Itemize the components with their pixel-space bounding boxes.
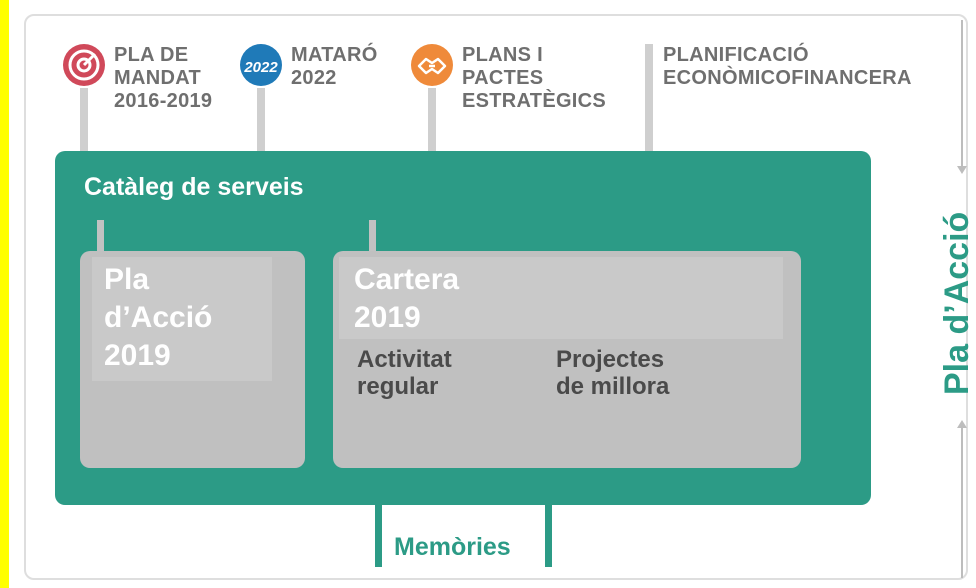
connector-stub — [97, 220, 104, 252]
projectes-millora-label: Projectes de millora — [556, 346, 670, 400]
catalog-title: Catàleg de serveis — [84, 173, 304, 201]
arrow-up-icon — [957, 420, 967, 428]
yellow-left-bar — [0, 0, 9, 588]
cartera-box: Cartera 2019 Activitat regular Projectes… — [333, 251, 801, 468]
pla-accio-heading: Pla d’Acció 2019 — [104, 263, 213, 372]
memories-label: Memòries — [394, 533, 511, 561]
memories-line-left — [375, 505, 382, 567]
side-arrow-line-bottom — [961, 428, 963, 578]
connector-stub — [369, 220, 376, 252]
top-item-pla-de-mandat: PLA DE MANDAT 2016-2019 — [63, 44, 212, 113]
memories-line-right — [545, 505, 552, 567]
handshake-icon — [411, 44, 453, 86]
top-item-label: PLANIFICACIÓ ECONÒMICOFINANCERA — [663, 44, 912, 89]
top-item-plans-pactes: PLANS I PACTES ESTRATÈGICS — [411, 44, 606, 113]
connector-line — [645, 44, 653, 152]
connector-line — [257, 88, 265, 152]
side-pla-accio-label: Pla d’Acció — [938, 211, 976, 395]
top-item-label: MATARÓ 2022 — [291, 44, 378, 89]
side-arrow-line-top — [961, 20, 963, 170]
connector-line — [80, 88, 88, 152]
arrow-down-icon — [957, 166, 967, 174]
catalog-box: Catàleg de serveis Pla d’Acció 2019 Cart… — [55, 151, 871, 505]
activitat-regular-label: Activitat regular — [357, 346, 452, 400]
target-icon — [63, 44, 105, 86]
svg-text:2022: 2022 — [243, 59, 278, 76]
top-item-label: PLANS I PACTES ESTRATÈGICS — [462, 44, 607, 112]
cartera-heading: Cartera 2019 — [354, 263, 460, 334]
mataro-2022-logo-icon: 2022 — [240, 44, 282, 86]
top-item-planificacio: PLANIFICACIÓ ECONÒMICOFINANCERA — [654, 44, 912, 90]
heading-highlight — [92, 257, 272, 381]
connector-line — [428, 88, 436, 152]
top-item-label: PLA DE MANDAT 2016-2019 — [114, 44, 213, 112]
heading-highlight — [339, 257, 783, 339]
top-item-mataro-2022: 2022 MATARÓ 2022 — [240, 44, 378, 90]
pla-accio-box: Pla d’Acció 2019 — [80, 251, 305, 468]
